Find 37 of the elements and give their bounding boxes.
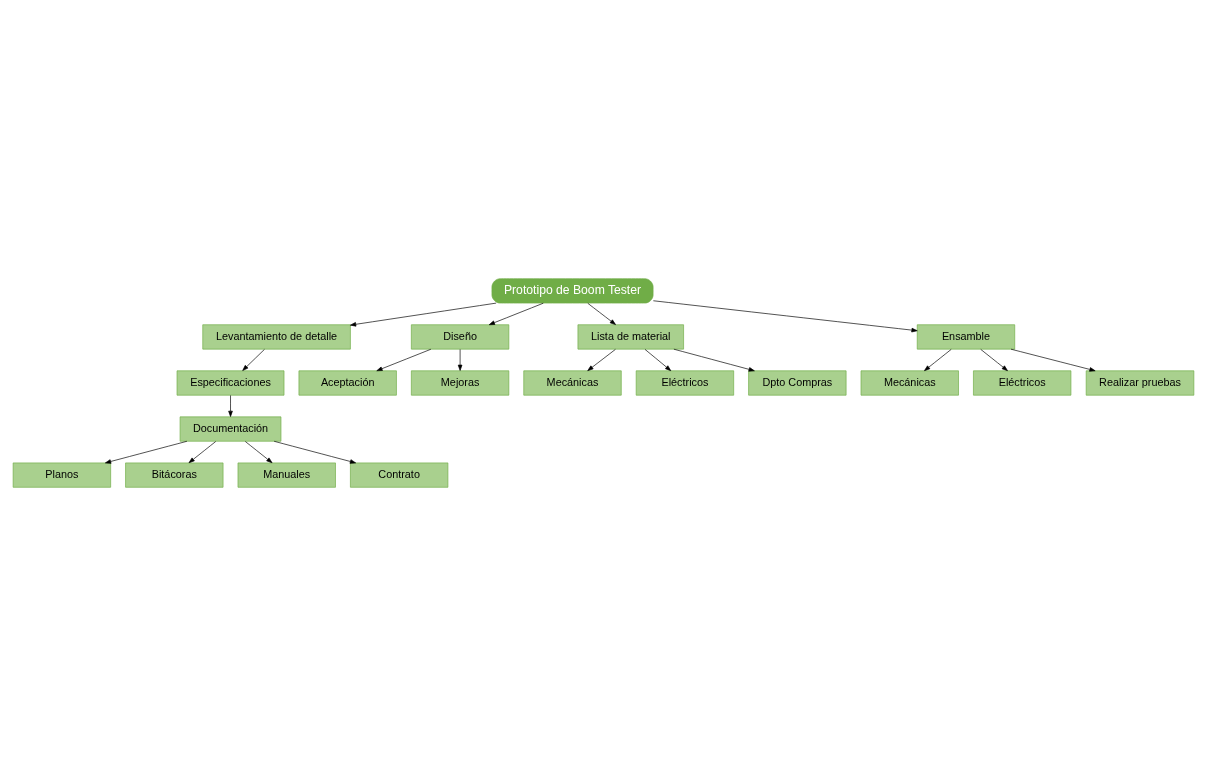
node-box: Manuales <box>237 462 336 488</box>
arrow <box>587 348 616 371</box>
arrow <box>350 302 497 327</box>
arrow <box>1010 348 1096 372</box>
arrow <box>644 348 672 371</box>
arrow <box>105 440 188 464</box>
node-box: Ensamble <box>916 323 1016 349</box>
arrow <box>673 348 755 372</box>
arrow <box>924 348 952 371</box>
arrow <box>980 348 1008 371</box>
arrow <box>587 302 616 325</box>
node-box: Planos <box>12 462 111 488</box>
arrow <box>376 348 432 371</box>
node-box: Especificaciones <box>176 369 285 396</box>
node-box: Realizar pruebas <box>1085 369 1195 396</box>
node-box: Diseño <box>411 323 510 349</box>
node-box: Documentación <box>179 416 282 442</box>
node-box: Levantamiento de detalle <box>202 323 351 349</box>
node-box: Prototipo de Boom Tester <box>491 277 654 303</box>
arrow <box>653 299 918 332</box>
arrow <box>273 440 357 464</box>
node-box: Bitácoras <box>125 462 224 488</box>
node-box: Eléctricos <box>973 369 1072 396</box>
node-box: Mejoras <box>411 369 510 396</box>
arrow <box>188 440 217 463</box>
arrow <box>244 440 273 463</box>
node-box: Lista de material <box>577 323 684 349</box>
node-box: Mecánicas <box>860 369 959 396</box>
arrow <box>242 348 265 371</box>
arrow <box>228 394 233 417</box>
node-box: Dpto Compras <box>748 369 847 396</box>
arrow <box>488 302 544 325</box>
node-box: Contrato <box>350 462 449 488</box>
node-box: Mecánicas <box>523 369 622 396</box>
arrow <box>457 348 463 371</box>
node-box: Aceptación <box>298 369 397 396</box>
node-box: Eléctricos <box>635 369 735 396</box>
